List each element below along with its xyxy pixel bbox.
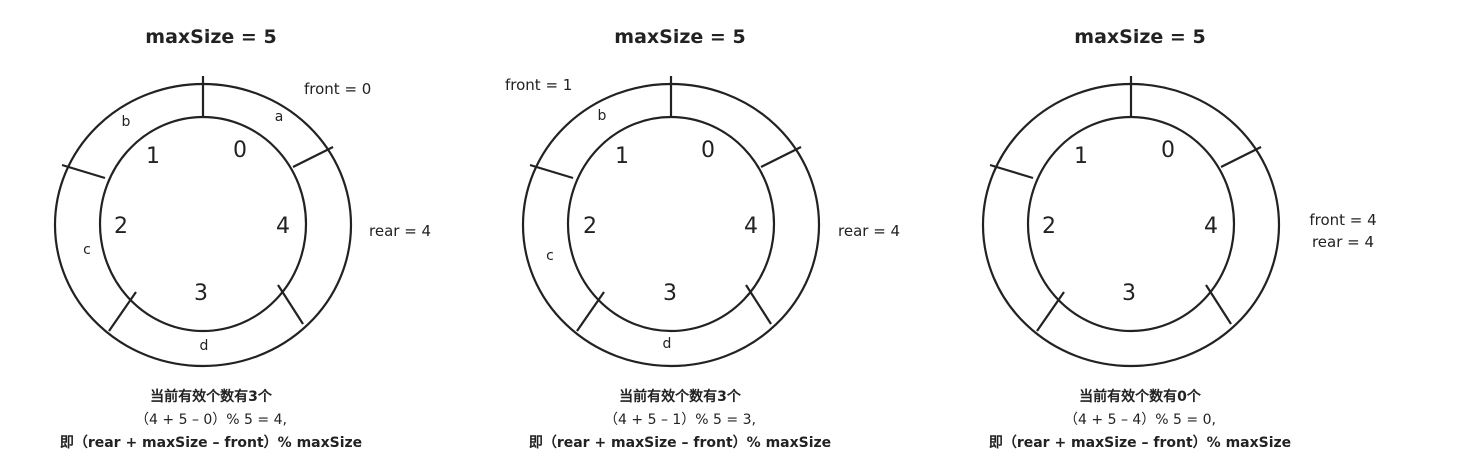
slot-divider bbox=[277, 284, 304, 325]
slot-divider bbox=[576, 291, 605, 332]
caption-line-3: 即（rear + maxSize – front）% maxSize bbox=[989, 435, 1291, 451]
slot-divider bbox=[760, 146, 802, 168]
panel-1: maxSize = 5 0 1 2 3 4 a b c d front = 0 … bbox=[53, 26, 431, 451]
panel-title: maxSize = 5 bbox=[614, 26, 745, 48]
slot-index-0: 0 bbox=[233, 138, 247, 163]
front-label: front = 4 bbox=[1309, 211, 1376, 229]
caption-line-2: （4 + 5 – 1）% 5 = 3, bbox=[604, 412, 756, 428]
front-label: front = 0 bbox=[304, 80, 371, 98]
caption-line-2: （4 + 5 – 0）% 5 = 4, bbox=[135, 412, 287, 428]
rear-label: rear = 4 bbox=[369, 222, 431, 240]
slot-index-3: 3 bbox=[194, 281, 208, 306]
caption-line-1: 当前有效个数有3个 bbox=[619, 388, 742, 405]
rear-label: rear = 4 bbox=[1312, 233, 1374, 251]
slot-divider bbox=[1205, 284, 1232, 325]
slot-index-2: 2 bbox=[583, 214, 597, 239]
panel-title: maxSize = 5 bbox=[145, 26, 276, 48]
element-slot-3: d bbox=[200, 338, 209, 354]
panel-2: maxSize = 5 0 1 2 3 4 b c d front = 1 re… bbox=[505, 26, 900, 451]
panel-3: maxSize = 5 0 1 2 3 4 front = 4 rear = 4… bbox=[981, 26, 1377, 451]
caption-line-3: 即（rear + maxSize – front）% maxSize bbox=[60, 435, 362, 451]
slot-index-0: 0 bbox=[701, 138, 715, 163]
element-slot-2: c bbox=[546, 248, 554, 264]
slot-divider bbox=[292, 146, 334, 168]
element-slot-0: a bbox=[275, 109, 284, 125]
slot-index-3: 3 bbox=[1122, 281, 1136, 306]
slot-index-3: 3 bbox=[663, 281, 677, 306]
caption-line-1: 当前有效个数有0个 bbox=[1079, 388, 1202, 405]
slot-index-4: 4 bbox=[1204, 214, 1218, 239]
slot-index-4: 4 bbox=[276, 214, 290, 239]
element-slot-1: b bbox=[122, 114, 131, 130]
slot-index-2: 2 bbox=[114, 214, 128, 239]
slot-divider bbox=[108, 291, 137, 332]
element-slot-1: b bbox=[598, 108, 607, 124]
panel-title: maxSize = 5 bbox=[1074, 26, 1205, 48]
element-slot-2: c bbox=[83, 242, 91, 258]
slot-index-2: 2 bbox=[1042, 214, 1056, 239]
slot-index-1: 1 bbox=[146, 144, 160, 169]
caption-line-2: （4 + 5 – 4）% 5 = 0, bbox=[1064, 412, 1216, 428]
slot-divider bbox=[1036, 291, 1065, 332]
slot-divider bbox=[989, 163, 1034, 180]
caption-line-1: 当前有效个数有3个 bbox=[150, 388, 273, 405]
element-slot-3: d bbox=[663, 336, 672, 352]
slot-divider bbox=[745, 284, 772, 325]
caption-line-3: 即（rear + maxSize – front）% maxSize bbox=[529, 435, 831, 451]
rear-label: rear = 4 bbox=[838, 222, 900, 240]
slot-divider bbox=[529, 163, 574, 180]
slot-index-1: 1 bbox=[615, 144, 629, 169]
slot-divider bbox=[61, 163, 106, 180]
slot-divider bbox=[1220, 146, 1262, 168]
slot-index-0: 0 bbox=[1161, 138, 1175, 163]
front-label: front = 1 bbox=[505, 76, 572, 94]
slot-index-1: 1 bbox=[1074, 144, 1088, 169]
slot-index-4: 4 bbox=[744, 214, 758, 239]
